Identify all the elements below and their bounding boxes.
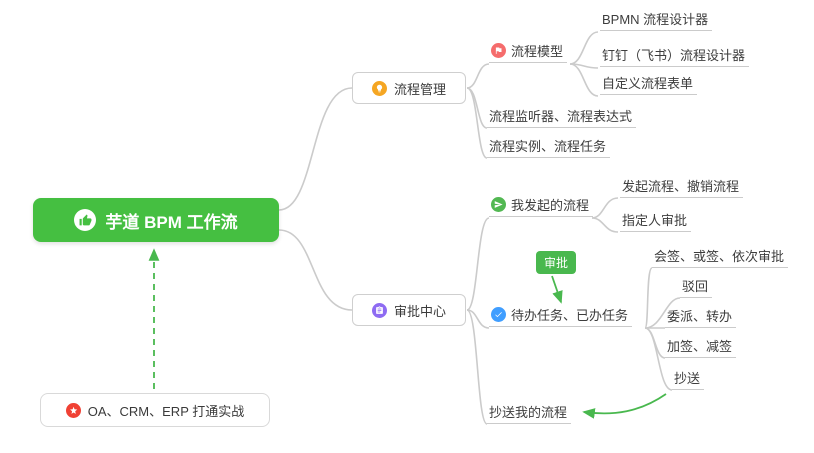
topic-todo-done-tasks[interactable]: 待办任务、已办任务	[489, 306, 633, 327]
paper-plane-icon	[491, 197, 506, 212]
topic-label: 发起流程、撤销流程	[622, 179, 740, 194]
note-label: OA、CRM、ERP 打通实战	[87, 403, 245, 419]
badge-label: 审批	[544, 256, 569, 270]
topic-label: 自定义流程表单	[602, 76, 694, 91]
root-node[interactable]: 芋道 BPM 工作流	[33, 198, 279, 242]
topic-cc[interactable]: 抄送	[672, 369, 705, 390]
topic-countersign[interactable]: 会签、或签、依次审批	[652, 247, 789, 268]
note-oa-crm-erp[interactable]: OA、CRM、ERP 打通实战	[40, 393, 270, 427]
topic-label: 流程监听器、流程表达式	[489, 109, 633, 124]
topic-label: 抄送	[674, 371, 701, 386]
root-label: 芋道 BPM 工作流	[105, 212, 238, 232]
topic-label: 我发起的流程	[511, 198, 590, 213]
topic-label: 流程模型	[511, 44, 564, 59]
topic-bpmn-designer[interactable]: BPMN 流程设计器	[600, 10, 713, 31]
topic-reject[interactable]: 驳回	[680, 277, 713, 298]
topic-label: BPMN 流程设计器	[602, 12, 709, 27]
topic-custom-form[interactable]: 自定义流程表单	[600, 74, 698, 95]
check-icon	[491, 307, 506, 322]
approval-badge[interactable]: 审批	[536, 251, 577, 274]
topic-label: 驳回	[682, 279, 709, 294]
clipboard-icon	[371, 302, 387, 318]
topic-listener-expression[interactable]: 流程监听器、流程表达式	[487, 107, 637, 128]
branch-process-management[interactable]: 流程管理	[352, 72, 466, 104]
branch-label: 审批中心	[393, 303, 446, 319]
flag-icon	[491, 43, 506, 58]
topic-add-remove-sign[interactable]: 加签、减签	[665, 337, 737, 358]
topic-my-initiated[interactable]: 我发起的流程	[489, 196, 594, 217]
topic-label: 钉钉（飞书）流程设计器	[602, 48, 746, 63]
topic-instance-task[interactable]: 流程实例、流程任务	[487, 137, 611, 158]
topic-label: 指定人审批	[622, 213, 688, 228]
topic-delegate-transfer[interactable]: 委派、转办	[665, 307, 737, 328]
topic-label: 加签、减签	[667, 339, 733, 354]
topic-process-model[interactable]: 流程模型	[489, 42, 568, 63]
branch-label: 流程管理	[393, 81, 446, 97]
topic-cc-my-process[interactable]: 抄送我的流程	[487, 403, 572, 424]
topic-label: 委派、转办	[667, 309, 733, 324]
thumbs-up-icon	[74, 209, 97, 231]
topic-initiate-cancel[interactable]: 发起流程、撤销流程	[620, 177, 744, 198]
branch-approval-center[interactable]: 审批中心	[352, 294, 466, 326]
lightbulb-icon	[371, 80, 387, 96]
star-icon	[65, 402, 81, 418]
cc-arrow	[582, 393, 667, 419]
topic-dingtalk-designer[interactable]: 钉钉（飞书）流程设计器	[600, 46, 750, 67]
topic-label: 待办任务、已办任务	[511, 308, 629, 323]
topic-assignee-approval[interactable]: 指定人审批	[620, 211, 692, 232]
topic-label: 流程实例、流程任务	[489, 139, 607, 154]
approval-arrow	[551, 275, 563, 304]
topic-label: 会签、或签、依次审批	[654, 249, 785, 264]
topic-label: 抄送我的流程	[489, 405, 568, 420]
